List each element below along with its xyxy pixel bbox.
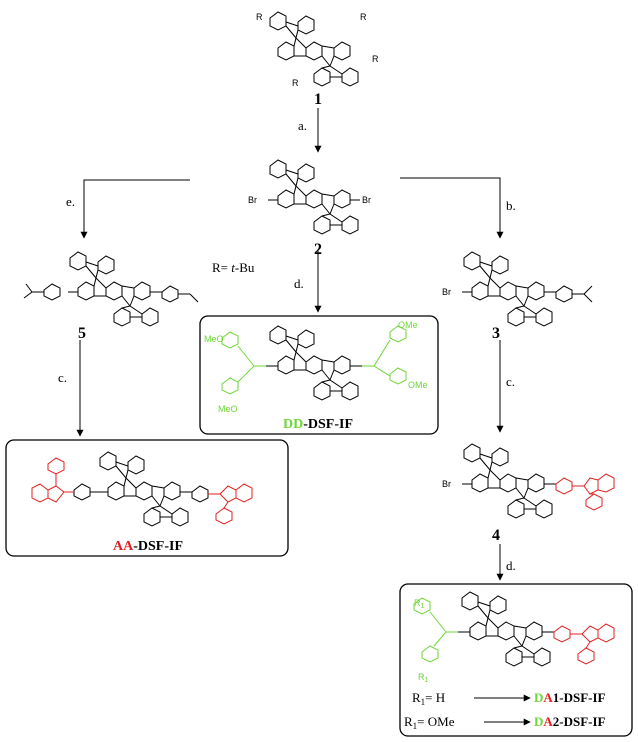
sub-meo-2: MeO bbox=[218, 404, 238, 414]
sub-br-2a: Br bbox=[248, 195, 257, 205]
da-box bbox=[399, 583, 633, 737]
aa-box bbox=[5, 439, 289, 557]
label-compound-2: 2 bbox=[314, 241, 322, 258]
step-a: a. bbox=[298, 118, 307, 133]
sub-r1-bottom: R1 bbox=[418, 672, 429, 684]
structure-aa bbox=[31, 451, 253, 527]
step-c-left: c. bbox=[58, 370, 67, 385]
cond-da1: R1= H bbox=[412, 690, 445, 707]
sub-br-2b: Br bbox=[362, 195, 371, 205]
structure-5 bbox=[23, 251, 199, 327]
structure-dd bbox=[221, 325, 407, 401]
dd-box bbox=[199, 315, 439, 435]
label-dd-dsf-if: DD-DSF-IF bbox=[283, 417, 353, 432]
step-b: b. bbox=[506, 198, 516, 213]
label-compound-1: 1 bbox=[314, 91, 322, 108]
step-e: e. bbox=[66, 194, 75, 209]
sub-br-4: Br bbox=[442, 479, 451, 489]
r-definition: R= t-Bu bbox=[212, 260, 255, 275]
sub-r1-top: R1 bbox=[414, 598, 425, 610]
structure-4 bbox=[462, 443, 615, 519]
structure-3 bbox=[462, 251, 593, 327]
structure-1 bbox=[269, 11, 359, 87]
label-compound-5: 5 bbox=[78, 325, 86, 342]
label-da1-dsf-if: DA1-DSF-IF bbox=[534, 690, 606, 705]
sub-r-1c: R bbox=[292, 78, 299, 88]
sub-r-1d: R bbox=[372, 54, 379, 64]
structure-da bbox=[413, 591, 615, 667]
label-compound-4: 4 bbox=[492, 527, 500, 544]
step-d-mid: d. bbox=[294, 276, 304, 291]
step-d-right: d. bbox=[506, 558, 516, 573]
structure-2 bbox=[268, 159, 360, 235]
arrow-b bbox=[400, 177, 504, 239]
label-da2-dsf-if: DA2-DSF-IF bbox=[534, 714, 606, 729]
cond-da2: R1= OMe bbox=[404, 714, 455, 731]
sub-ome-2: OMe bbox=[408, 380, 428, 390]
arrow-e bbox=[80, 179, 190, 239]
label-aa-dsf-if: AA-DSF-IF bbox=[113, 539, 183, 554]
label-compound-3: 3 bbox=[492, 325, 500, 342]
sub-r-1b: R bbox=[360, 12, 367, 22]
step-c-right: c. bbox=[506, 374, 515, 389]
sub-meo-1: MeO bbox=[204, 334, 224, 344]
sub-ome-1: OMe bbox=[398, 320, 418, 330]
sub-br-3: Br bbox=[442, 287, 451, 297]
sub-r-1a: R bbox=[256, 12, 263, 22]
